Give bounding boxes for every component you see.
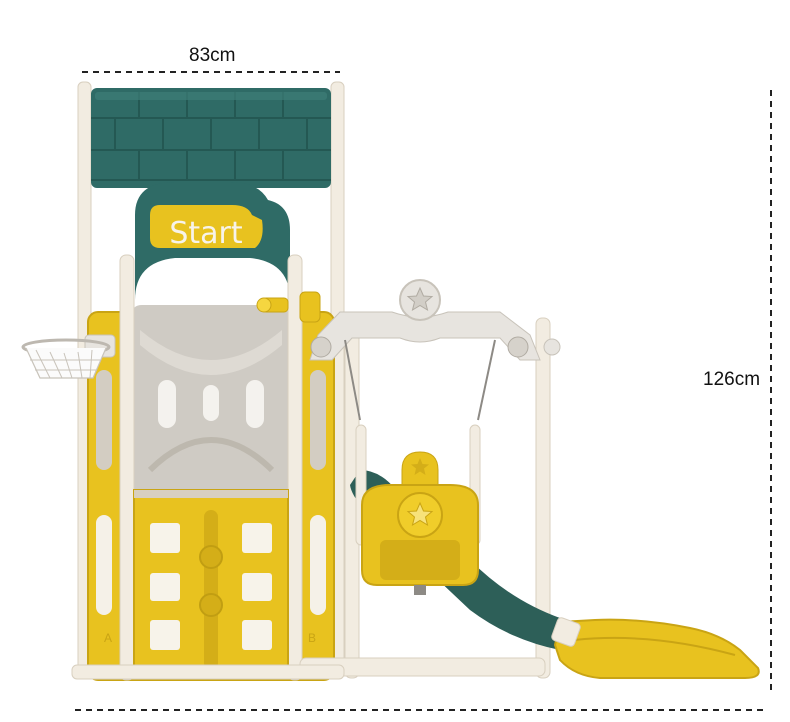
height-dimension-label: 126cm (703, 369, 761, 390)
star-icon (406, 286, 434, 312)
star-icon (411, 458, 429, 475)
start-sign-text: Start (169, 216, 243, 251)
front-posts (119, 254, 303, 681)
panel-letter-right: B (308, 631, 316, 645)
front-panel (133, 489, 289, 681)
grey-climbing-panel (132, 305, 290, 490)
star-icon (406, 501, 434, 527)
base-rails (71, 657, 546, 680)
panel-letter-left: A (104, 631, 112, 645)
swing-seat (355, 424, 481, 595)
width-dimension-label: 83cm (189, 45, 236, 66)
start-sign: Start (135, 182, 290, 300)
basketball-hoop-icon (21, 334, 116, 379)
swing-ropes (344, 339, 496, 421)
telescope-icon (256, 291, 321, 323)
roof (91, 88, 331, 188)
